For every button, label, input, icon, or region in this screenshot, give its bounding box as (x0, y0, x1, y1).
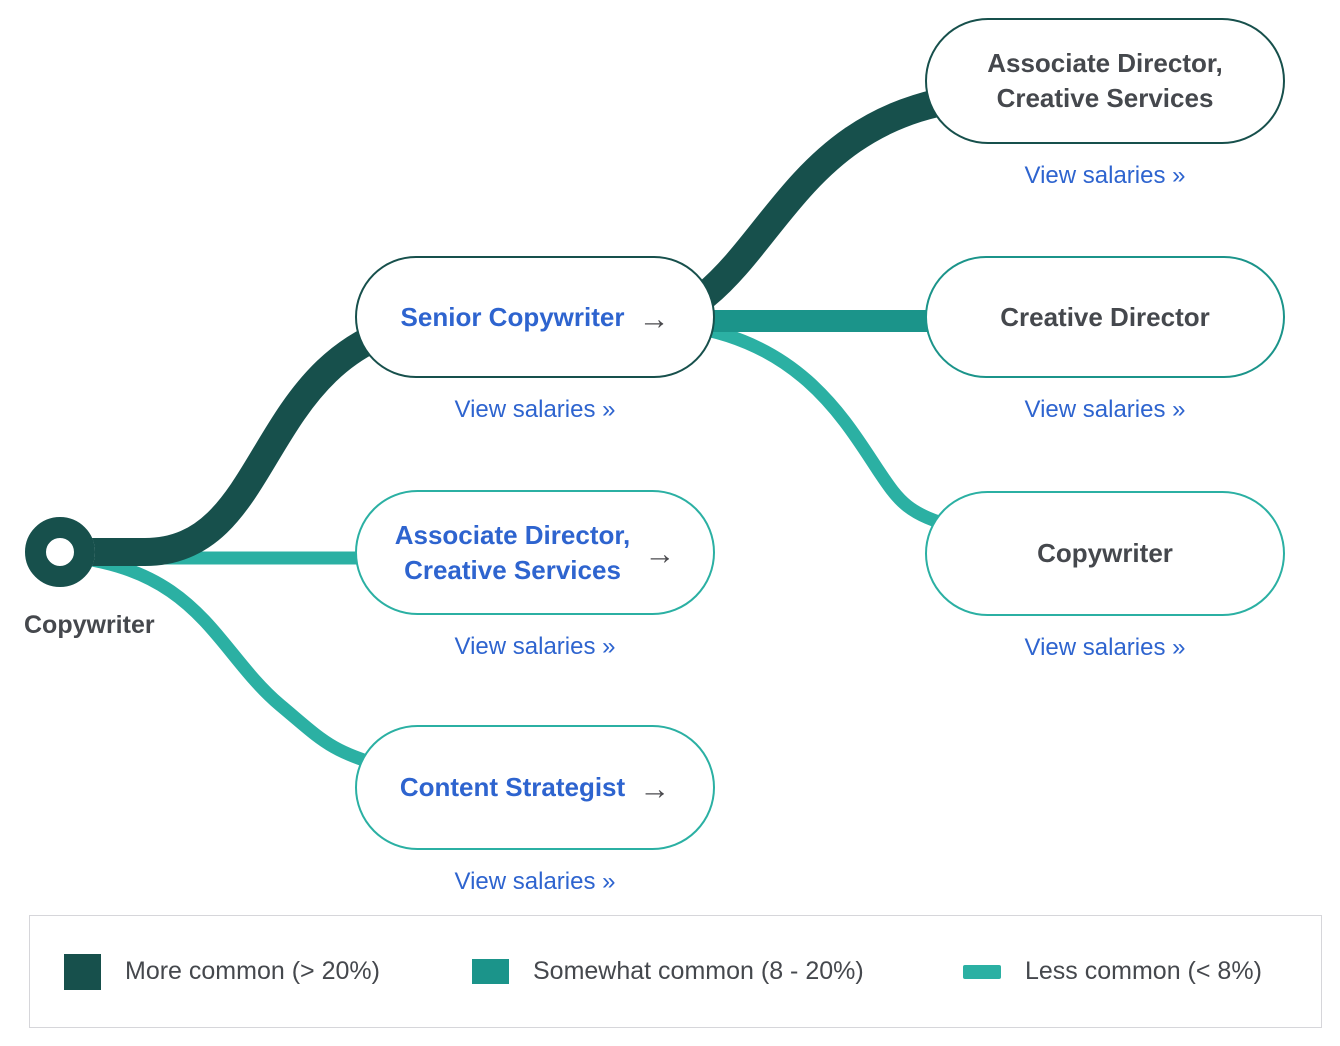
view-salaries-link[interactable]: View salaries » (1024, 634, 1186, 661)
legend-label: Somewhat common (8 - 20%) (533, 957, 864, 985)
node-group-content-strategist: Content Strategist → View salaries » (355, 725, 715, 896)
node-title: Content Strategist (399, 772, 626, 802)
node-title: Creative Director (1000, 301, 1210, 332)
legend-label: More common (> 20%) (125, 957, 380, 985)
node-title: Senior Copywriter (400, 301, 625, 332)
legend-item-less-common: Less common (< 8%) (963, 916, 1262, 1027)
node-title-line2: Creative Services (996, 83, 1214, 113)
node-title-line1: Associate Director, (394, 519, 631, 550)
view-salaries-link[interactable]: View salaries » (454, 633, 616, 660)
view-salaries-link[interactable]: View salaries » (454, 396, 616, 423)
node-associate-director-creative-services-right[interactable]: Associate Director, Creative Services (925, 18, 1285, 144)
node-title: Copywriter (1037, 538, 1173, 568)
node-group-copywriter-right: Copywriter View salaries » (925, 491, 1285, 662)
arrow-right-icon: → (639, 771, 671, 806)
node-senior-copywriter[interactable]: Senior Copywriter → (355, 256, 715, 378)
node-group-senior-copywriter: Senior Copywriter → View salaries » (355, 256, 715, 424)
view-salaries-link[interactable]: View salaries » (454, 868, 616, 895)
root-node-label: Copywriter (24, 611, 155, 639)
arrow-right-icon: → (644, 536, 676, 571)
legend-swatch-somewhat-common-icon (472, 959, 509, 984)
node-content-strategist[interactable]: Content Strategist → (355, 725, 715, 850)
legend-swatch-less-common-icon (963, 964, 1001, 979)
arrow-right-icon: → (638, 300, 670, 336)
legend-label: Less common (< 8%) (1025, 957, 1262, 985)
node-title-line2: Creative Services (404, 554, 621, 585)
legend-item-more-common: More common (> 20%) (64, 916, 380, 1027)
node-associate-director-creative-services-mid[interactable]: Associate Director, Creative Services → (355, 490, 715, 615)
legend-item-somewhat-common: Somewhat common (8 - 20%) (472, 916, 864, 1027)
legend-swatch-more-common-icon (64, 953, 101, 990)
legend: More common (> 20%) Somewhat common (8 -… (29, 915, 1322, 1028)
root-node-icon (25, 517, 95, 587)
connector-copywriter-to-content-strategist (61, 549, 392, 775)
view-salaries-link[interactable]: View salaries » (1024, 162, 1186, 189)
view-salaries-link[interactable]: View salaries » (1024, 396, 1186, 423)
node-title-line1: Associate Director, (987, 48, 1223, 78)
node-copywriter-right[interactable]: Copywriter (925, 491, 1285, 616)
node-group-associate-director-right: Associate Director, Creative Services Vi… (925, 18, 1285, 190)
node-group-associate-director-mid: Associate Director, Creative Services → … (355, 490, 715, 661)
connector-senior-to-copywriter (684, 319, 960, 535)
node-group-creative-director: Creative Director View salaries » (925, 256, 1285, 424)
node-creative-director[interactable]: Creative Director (925, 256, 1285, 378)
